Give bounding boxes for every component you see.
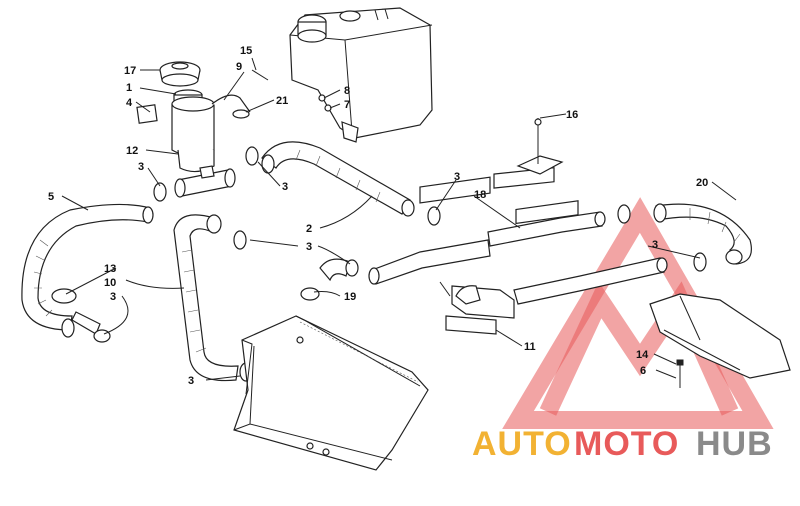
hose-5	[21, 203, 154, 331]
callout-1: 1	[126, 82, 132, 94]
radiator-cap	[159, 61, 201, 87]
hose-clamp	[693, 252, 707, 272]
filler-neck	[136, 89, 215, 173]
watermark-moto: MOTO	[574, 425, 679, 463]
hose-13	[51, 288, 111, 343]
callout-21: 21	[276, 95, 288, 107]
hose-clamp	[153, 146, 259, 202]
callout-3: 3	[188, 375, 194, 387]
hose-clamp	[617, 204, 631, 224]
callout-3: 3	[138, 161, 144, 173]
callout-12: 12	[126, 145, 138, 157]
hose-2	[261, 141, 415, 217]
callout-18: 18	[474, 189, 486, 201]
radiator	[233, 315, 429, 471]
watermark-auto: AUTO	[472, 425, 572, 463]
watermark-hub: HUB	[696, 425, 773, 463]
callout-2: 2	[306, 223, 312, 235]
callout-14: 14	[636, 349, 649, 361]
callout-3: 3	[110, 291, 116, 303]
skid-plate	[649, 293, 791, 388]
hose-clamp-21	[232, 109, 250, 119]
temp-sensor	[516, 118, 564, 175]
callout-6: 6	[640, 365, 646, 377]
leader-lines	[61, 57, 737, 381]
callout-15: 15	[240, 45, 252, 57]
callout-13: 13	[104, 263, 116, 275]
heat-exchanger	[368, 167, 668, 305]
callout-3: 3	[306, 241, 312, 253]
callout-9: 9	[236, 61, 242, 73]
overflow-tube	[211, 94, 251, 113]
callout-4: 4	[126, 97, 133, 109]
callout-17: 17	[124, 65, 136, 77]
callout-5: 5	[48, 191, 54, 203]
callout-11: 11	[524, 341, 536, 353]
callout-10: 10	[104, 277, 116, 289]
bracket-11	[445, 285, 515, 335]
watermark-text: AUTO MOTO HUB	[472, 425, 773, 463]
coolant-reservoir	[289, 7, 433, 143]
callout-labels: 17 1 4 12 3 15 9 21 8 7 3 5 2 3 18 16 20…	[48, 45, 708, 387]
callout-20: 20	[696, 177, 708, 189]
callout-3: 3	[282, 181, 288, 193]
callout-16: 16	[566, 109, 578, 121]
hose-clamp	[427, 206, 441, 226]
callout-19: 19	[344, 291, 356, 303]
hose-10	[173, 214, 239, 382]
hose-19	[300, 258, 359, 301]
hose-clamp	[233, 230, 247, 250]
callout-7: 7	[344, 99, 350, 111]
hose-20	[653, 203, 752, 265]
callout-3: 3	[454, 171, 460, 183]
tee-fitting	[174, 165, 236, 198]
callout-3: 3	[652, 239, 658, 251]
callout-8: 8	[344, 85, 350, 97]
